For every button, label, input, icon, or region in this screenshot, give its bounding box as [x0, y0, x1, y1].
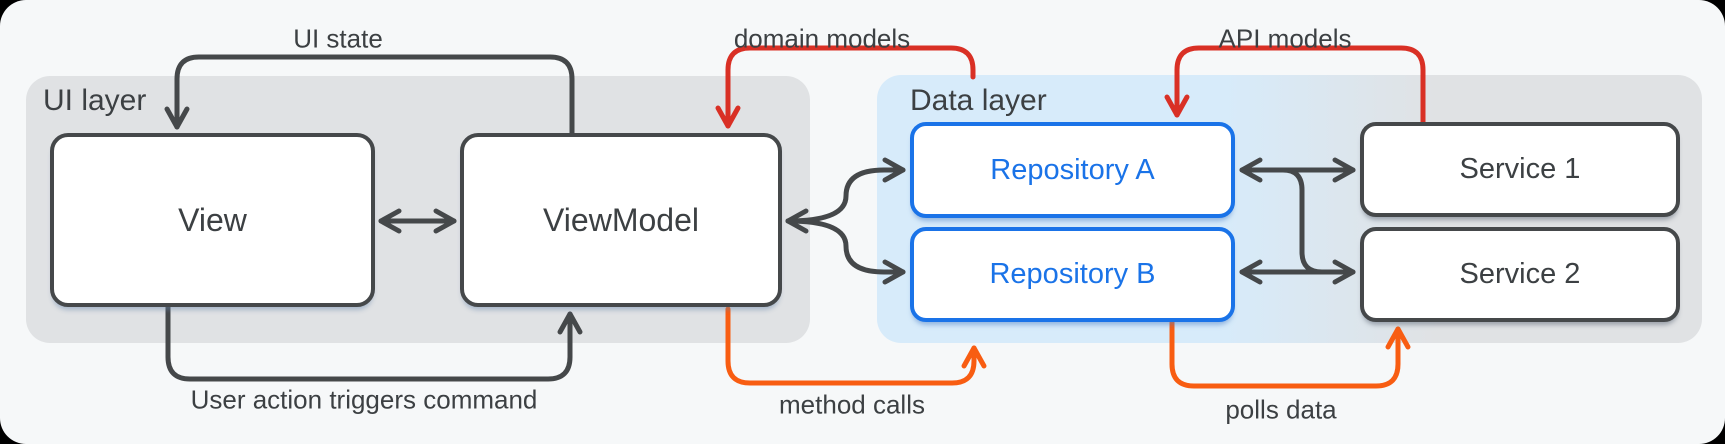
polls-data-arrow-label: polls data — [1225, 394, 1337, 425]
service-2-node: Service 2 — [1360, 227, 1680, 322]
ui-layer-label: UI layer — [43, 84, 147, 117]
ui-state-arrow-label: UI state — [293, 23, 383, 54]
view-node-label: View — [178, 201, 247, 238]
api-models-arrow-label: API models — [1218, 23, 1352, 54]
data-layer-label: Data layer — [910, 84, 1047, 117]
repository-a-node: Repository A — [910, 122, 1235, 218]
repository-b-node: Repository B — [910, 227, 1235, 322]
repository-a-node-label: Repository A — [990, 153, 1155, 186]
service-2-node-label: Service 2 — [1459, 258, 1581, 290]
user-action-arrow-label: User action triggers command — [190, 384, 538, 415]
repository-b-node-label: Repository B — [989, 258, 1156, 290]
service-1-node-label: Service 1 — [1459, 153, 1581, 185]
method-calls-arrow-label: method calls — [779, 389, 925, 420]
viewmodel-node: ViewModel — [460, 133, 782, 307]
view-node: View — [50, 133, 375, 307]
viewmodel-node-label: ViewModel — [543, 201, 699, 238]
domain-models-arrow-label: domain models — [733, 23, 911, 54]
service-1-node: Service 1 — [1360, 122, 1680, 217]
